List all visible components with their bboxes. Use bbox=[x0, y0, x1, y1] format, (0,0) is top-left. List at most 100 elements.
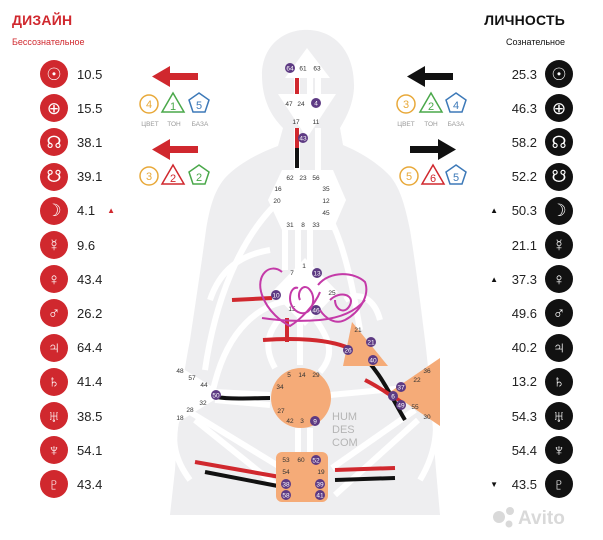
personality-subtitle: Сознательное bbox=[506, 37, 565, 47]
exaltation-marker: ▼ bbox=[490, 479, 498, 489]
gate-21: 21 bbox=[354, 327, 362, 334]
exaltation-marker: ▲ bbox=[490, 206, 498, 216]
personality-row-mars: 49.6♂ bbox=[501, 298, 573, 328]
gate-31: 31 bbox=[286, 222, 294, 229]
gate-35: 35 bbox=[322, 186, 330, 193]
gate-43: 43 bbox=[299, 136, 307, 143]
personality-value: 54.3 bbox=[511, 408, 537, 424]
uranus-icon: ♅ bbox=[40, 402, 68, 430]
design-row-mars: ♂26.2 bbox=[40, 298, 102, 328]
gate-55: 55 bbox=[411, 404, 419, 411]
personality-value: 21.1 bbox=[511, 237, 537, 253]
gate-33: 33 bbox=[312, 222, 320, 229]
gate-45: 45 bbox=[322, 210, 330, 217]
personality-title: ЛИЧНОСТЬ bbox=[484, 12, 565, 28]
design-base-1: 5 bbox=[196, 100, 202, 112]
design-arrow-bottom bbox=[152, 139, 198, 160]
design-row-venus: ♀ 43.4 bbox=[40, 264, 102, 294]
south-node-icon: ☋ bbox=[545, 162, 573, 191]
design-row-pluto: ♇43.4 bbox=[40, 469, 102, 499]
svg-text:ЦВЕТ: ЦВЕТ bbox=[397, 121, 414, 128]
personality-base-1: 4 bbox=[453, 100, 459, 112]
gate-63: 63 bbox=[313, 66, 321, 73]
gate-29: 29 bbox=[312, 372, 320, 379]
neptune-icon: ♆ bbox=[545, 436, 573, 465]
gate-23: 23 bbox=[299, 175, 307, 182]
gate-26: 26 bbox=[344, 348, 352, 355]
gate-8: 8 bbox=[301, 222, 305, 229]
design-value: 9.6 bbox=[77, 237, 96, 253]
moon-icon: ☽ bbox=[40, 196, 68, 225]
mercury-icon: ☿ bbox=[545, 231, 573, 259]
gate-61: 61 bbox=[299, 66, 307, 73]
gate-20: 20 bbox=[273, 198, 281, 205]
design-value: 43.4 bbox=[77, 271, 103, 287]
jupiter-icon: ♃ bbox=[40, 333, 68, 362]
personality-row-pluto: ▼43.5♇ bbox=[490, 469, 573, 499]
pluto-icon: ♇ bbox=[545, 470, 573, 499]
design-row-uranus: ♅38.5 bbox=[40, 401, 102, 431]
solar-plexus-center bbox=[390, 358, 440, 426]
design-subtitle: Бессознательное bbox=[12, 37, 85, 47]
gate-13: 13 bbox=[313, 271, 321, 278]
throat-center bbox=[268, 170, 346, 230]
design-row-sun: ☉10.5 bbox=[40, 59, 102, 89]
gate-27: 27 bbox=[277, 408, 285, 415]
svg-text:HUM: HUM bbox=[332, 411, 357, 423]
gate-1: 1 bbox=[302, 263, 306, 270]
svg-text:ЦВЕТ: ЦВЕТ bbox=[141, 121, 158, 128]
personality-row-south-node: 52.2☋ bbox=[501, 162, 573, 192]
gate-50: 50 bbox=[212, 393, 220, 400]
gate-7: 7 bbox=[290, 270, 294, 277]
svg-text:БАЗА: БАЗА bbox=[192, 121, 209, 128]
gate-6: 6 bbox=[391, 394, 395, 401]
gate-48: 48 bbox=[176, 368, 184, 375]
gate-17: 17 bbox=[292, 119, 300, 126]
gate-9: 9 bbox=[313, 419, 317, 426]
personality-value: 46.3 bbox=[511, 100, 537, 116]
pluto-icon: ♇ bbox=[40, 470, 68, 499]
gate-10: 10 bbox=[272, 293, 280, 300]
gate-53: 53 bbox=[282, 457, 290, 464]
gate-44: 44 bbox=[200, 382, 208, 389]
mars-icon: ♂ bbox=[545, 299, 573, 328]
gate-62: 62 bbox=[286, 175, 294, 182]
svg-text:Avito: Avito bbox=[518, 508, 565, 529]
personality-value: 37.3 bbox=[511, 271, 537, 287]
north-node-icon: ☊ bbox=[545, 128, 573, 157]
neptune-icon: ♆ bbox=[40, 436, 68, 465]
personality-row-sun: 25.3☉ bbox=[501, 59, 573, 89]
personality-row-uranus: 54.3♅ bbox=[501, 401, 573, 431]
gate-4: 4 bbox=[314, 101, 318, 108]
design-row-north-node: ☊38.1 bbox=[40, 127, 102, 157]
gate-49: 49 bbox=[397, 403, 405, 410]
moon-icon: ☽ bbox=[545, 196, 573, 225]
gate-28: 28 bbox=[186, 407, 194, 414]
gate-32: 32 bbox=[199, 400, 207, 407]
personality-row-north-node: 58.2 ☊ bbox=[501, 127, 573, 157]
design-arrow-top bbox=[152, 66, 198, 87]
gate-14: 14 bbox=[298, 372, 306, 379]
personality-value: 50.3 bbox=[511, 203, 537, 219]
personality-arrow-top bbox=[407, 66, 453, 87]
design-title: ДИЗАЙН bbox=[12, 12, 73, 28]
design-row-mercury: ☿9.6 bbox=[40, 230, 95, 260]
design-tone-1: 1 bbox=[170, 101, 176, 113]
saturn-icon: ♄ bbox=[40, 367, 68, 396]
ajna-center bbox=[278, 94, 336, 138]
personality-value: 58.2 bbox=[511, 134, 537, 150]
variables: 4 1 5 3 2 2 3 2 4 5 6 5 bbox=[139, 91, 467, 186]
design-color-1: 4 bbox=[146, 99, 152, 111]
gate-54: 54 bbox=[282, 469, 290, 476]
gate-11: 11 bbox=[313, 119, 320, 126]
venus-icon: ♀ bbox=[40, 265, 68, 294]
gate-25: 25 bbox=[328, 290, 336, 297]
mars-icon: ♂ bbox=[40, 299, 68, 328]
design-value: 38.1 bbox=[77, 134, 103, 150]
saturn-icon: ♄ bbox=[545, 367, 573, 396]
personality-value: 25.3 bbox=[511, 66, 537, 82]
personality-row-neptune: 54.4♆ bbox=[501, 435, 573, 465]
venus-icon: ♀ bbox=[545, 265, 573, 294]
gate-37: 37 bbox=[397, 385, 405, 392]
personality-base-2: 5 bbox=[453, 172, 459, 184]
